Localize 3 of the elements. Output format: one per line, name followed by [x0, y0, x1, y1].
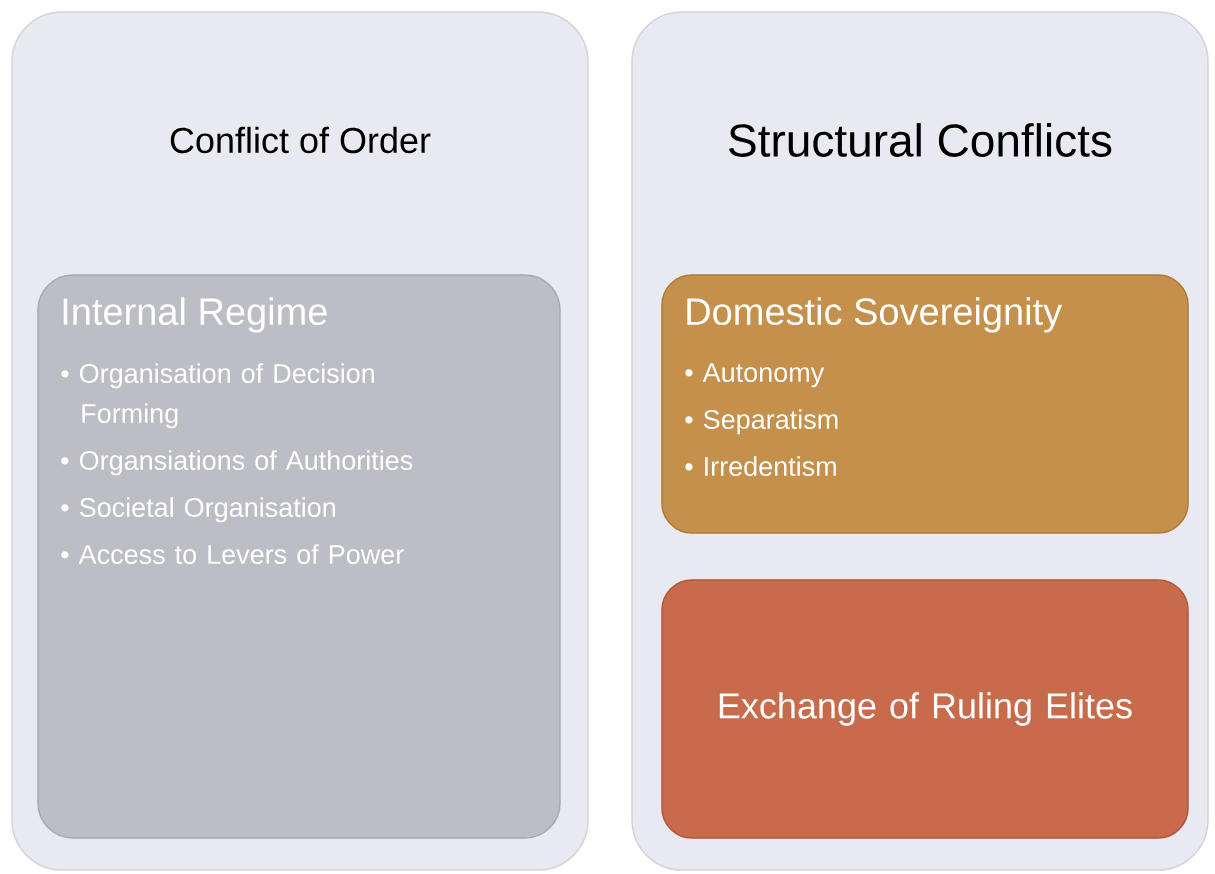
- content-box: Exchange of Ruling Elites: [661, 579, 1189, 839]
- content-box: Domestic Sovereignity • Autonomy • Separatism • Irredentism: [661, 274, 1189, 534]
- content-box: Internal Regime • Organisation of Decision Forming • Organsiations of Authorities • Societal Organisation • Access to Levers of Power: [37, 274, 561, 839]
